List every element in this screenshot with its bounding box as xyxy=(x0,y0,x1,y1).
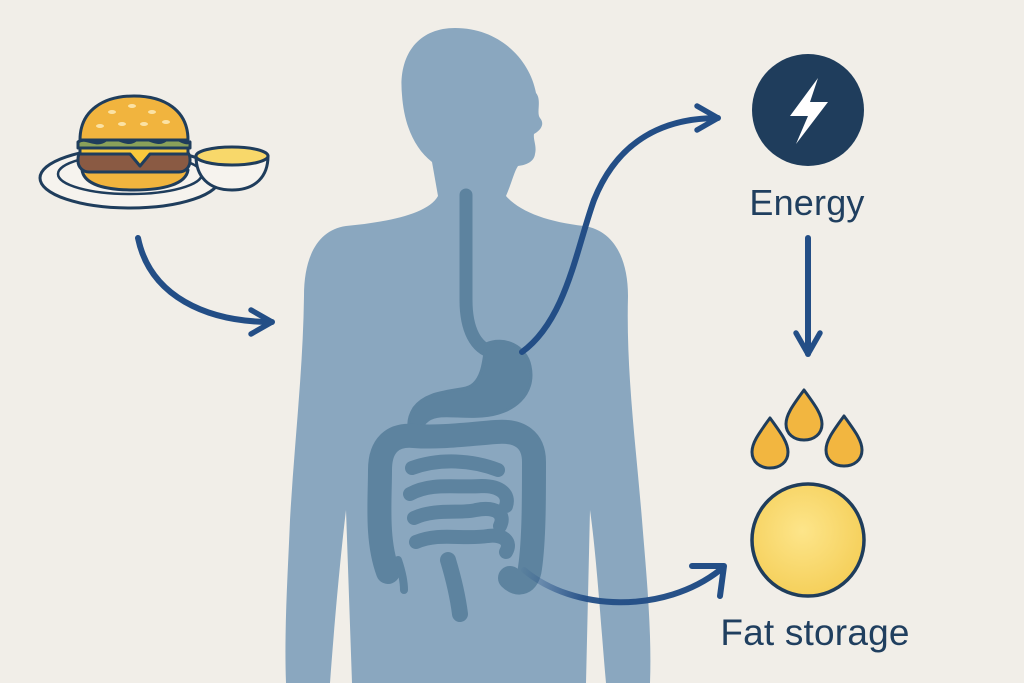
arrow-food-to-body xyxy=(135,235,275,337)
large-intestine xyxy=(367,419,546,595)
fat-storage-label: Fat storage xyxy=(720,612,910,653)
arrow-stomach-to-energy xyxy=(519,103,721,355)
small-intestine xyxy=(403,454,515,559)
digestive-system xyxy=(367,188,546,622)
fat-droplet xyxy=(750,416,790,470)
fat-droplet xyxy=(784,388,824,442)
burger-plate-icon xyxy=(38,94,270,210)
human-body-silhouette xyxy=(285,28,651,683)
fat-droplet-icon xyxy=(750,388,864,470)
energy-label: Energy xyxy=(749,182,865,223)
rectum xyxy=(440,552,468,622)
appendix xyxy=(394,556,408,594)
fat-droplet xyxy=(824,414,864,468)
arrowhead-intestine-to-fat xyxy=(689,563,727,599)
arrow-intestine-to-fat xyxy=(521,567,723,606)
fat-cell-icon xyxy=(750,482,866,598)
lightning-bolt-icon xyxy=(752,54,864,166)
